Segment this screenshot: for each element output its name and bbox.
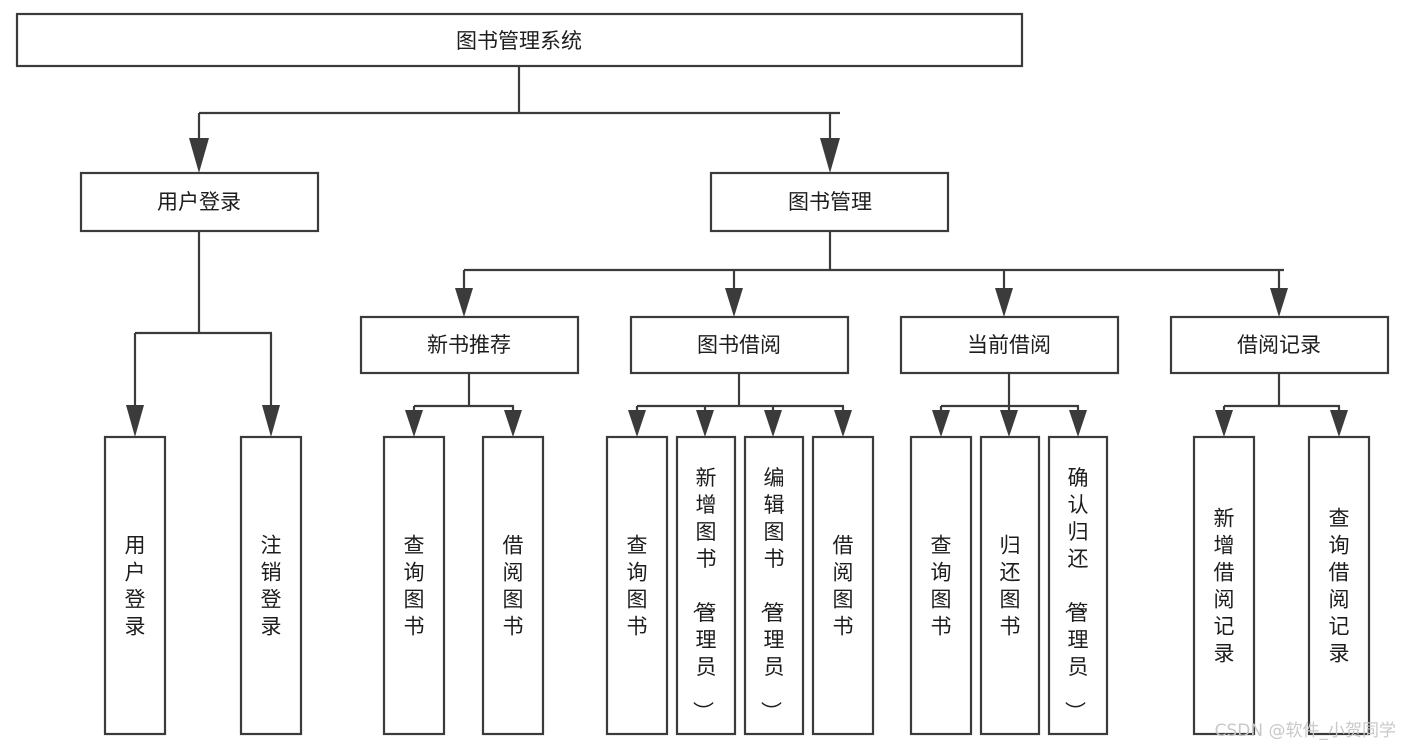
arrow-head-leaf-logout-login (262, 405, 280, 437)
arrow-head-leaf-borrow-book-1 (504, 410, 522, 437)
node-leaf-borrow-book-2[interactable]: 借阅图书 (811, 435, 875, 736)
arrow-head-leaf-confirm-return (1069, 410, 1087, 437)
node-current-borrow[interactable]: 当前借阅 (899, 315, 1120, 375)
node-leaf-query-book-2-box[interactable] (605, 435, 669, 736)
node-book-management[interactable]: 图书管理 (709, 171, 950, 233)
arrow-head-leaf-add-record (1215, 410, 1233, 437)
node-root-box[interactable] (15, 12, 1024, 68)
node-borrow-record-label: 借阅记录 (1237, 333, 1321, 357)
node-leaf-logout-login[interactable]: 注销登录 (239, 435, 303, 736)
node-leaf-borrow-book-1-box[interactable] (481, 435, 545, 736)
node-leaf-add-record[interactable]: 新增借阅记录 (1192, 435, 1256, 736)
node-book-borrow-box[interactable] (629, 315, 850, 375)
node-user-login-label: 用户登录 (157, 190, 241, 214)
node-borrow-record-box[interactable] (1169, 315, 1390, 375)
node-leaf-add-book-label: 新增图书（管理员） (691, 466, 717, 722)
arrow-head-leaf-query-record (1330, 410, 1348, 437)
node-leaf-confirm-return[interactable]: 确认归还（管理员） (1047, 435, 1109, 736)
node-leaf-borrow-book-1[interactable]: 借阅图书 (481, 435, 545, 736)
node-new-book-recommend[interactable]: 新书推荐 (359, 315, 580, 375)
node-leaf-query-book-3[interactable]: 查询图书 (909, 435, 973, 736)
node-leaf-edit-book-box[interactable] (743, 435, 805, 736)
node-current-borrow-label: 当前借阅 (967, 333, 1051, 357)
node-leaf-logout-login-label: 注销登录 (261, 534, 282, 639)
node-leaf-borrow-book-1-label: 借阅图书 (503, 534, 524, 639)
node-leaf-confirm-return-label: 确认归还（管理员） (1063, 466, 1089, 722)
arrow-head-leaf-query-book-3 (932, 410, 950, 437)
arrow-head-leaf-return-book (1000, 410, 1018, 437)
node-borrow-record[interactable]: 借阅记录 (1169, 315, 1390, 375)
node-leaf-query-book-2[interactable]: 查询图书 (605, 435, 669, 736)
leaf-nodes-layer: 用户登录 注销登录 查询图书 借阅图书 查询图书 新增图书（管理员） (103, 435, 1371, 736)
node-leaf-borrow-book-2-label: 借阅图书 (833, 534, 854, 639)
node-leaf-query-record[interactable]: 查询借阅记录 (1307, 435, 1371, 736)
arrow-head-current-borrow (995, 288, 1013, 317)
node-leaf-add-book-box[interactable] (675, 435, 737, 736)
node-leaf-query-record-box[interactable] (1307, 435, 1371, 736)
arrow-head-leaf-add-book (696, 410, 714, 437)
node-leaf-query-book-3-label: 查询图书 (931, 534, 952, 639)
node-leaf-query-record-label: 查询借阅记录 (1329, 507, 1350, 666)
arrow-head-book-management (820, 138, 840, 173)
node-leaf-return-book-box[interactable] (979, 435, 1041, 736)
node-root[interactable]: 图书管理系统 (15, 12, 1024, 68)
node-new-book-recommend-box[interactable] (359, 315, 580, 375)
node-leaf-return-book[interactable]: 归还图书 (979, 435, 1041, 736)
node-book-borrow[interactable]: 图书借阅 (629, 315, 850, 375)
node-book-borrow-label: 图书借阅 (697, 333, 781, 357)
node-leaf-add-record-label: 新增借阅记录 (1214, 507, 1235, 666)
node-leaf-user-login-box[interactable] (103, 435, 167, 736)
node-leaf-query-book-1-label: 查询图书 (404, 534, 425, 639)
node-leaf-query-book-1[interactable]: 查询图书 (382, 435, 446, 736)
node-leaf-user-login[interactable]: 用户登录 (103, 435, 167, 736)
node-leaf-add-record-box[interactable] (1192, 435, 1256, 736)
arrow-head-new-book-recommend (455, 288, 473, 317)
node-leaf-borrow-book-2-box[interactable] (811, 435, 875, 736)
node-new-book-recommend-label: 新书推荐 (427, 333, 511, 357)
connector-layer (126, 66, 1348, 437)
node-leaf-add-book[interactable]: 新增图书（管理员） (675, 435, 737, 736)
node-leaf-return-book-label: 归还图书 (1000, 534, 1021, 639)
node-leaf-query-book-3-box[interactable] (909, 435, 973, 736)
arrow-head-user-login (189, 138, 209, 173)
arrow-head-leaf-borrow-book-2 (834, 410, 852, 437)
arrow-head-leaf-user-login (126, 405, 144, 437)
node-user-login[interactable]: 用户登录 (79, 171, 320, 233)
node-leaf-query-book-2-label: 查询图书 (627, 534, 648, 639)
node-leaf-edit-book-label: 编辑图书（管理员） (759, 466, 785, 722)
arrow-head-book-borrow (725, 288, 743, 317)
node-book-management-box[interactable] (709, 171, 950, 233)
arrow-head-borrow-record (1270, 288, 1288, 317)
arrow-head-leaf-query-book-2 (628, 410, 646, 437)
node-leaf-query-book-1-box[interactable] (382, 435, 446, 736)
arrow-head-leaf-edit-book (764, 410, 782, 437)
node-leaf-user-login-label: 用户登录 (125, 534, 146, 639)
node-user-login-box[interactable] (79, 171, 320, 233)
node-leaf-logout-login-box[interactable] (239, 435, 303, 736)
node-leaf-confirm-return-box[interactable] (1047, 435, 1109, 736)
csdn-watermark: CSDN @软件_小贺同学 (1215, 721, 1396, 741)
node-book-management-label: 图书管理 (788, 190, 872, 214)
node-leaf-edit-book[interactable]: 编辑图书（管理员） (743, 435, 805, 736)
node-root-label: 图书管理系统 (456, 29, 582, 53)
node-current-borrow-box[interactable] (899, 315, 1120, 375)
arrow-head-leaf-query-book-1 (405, 410, 423, 437)
